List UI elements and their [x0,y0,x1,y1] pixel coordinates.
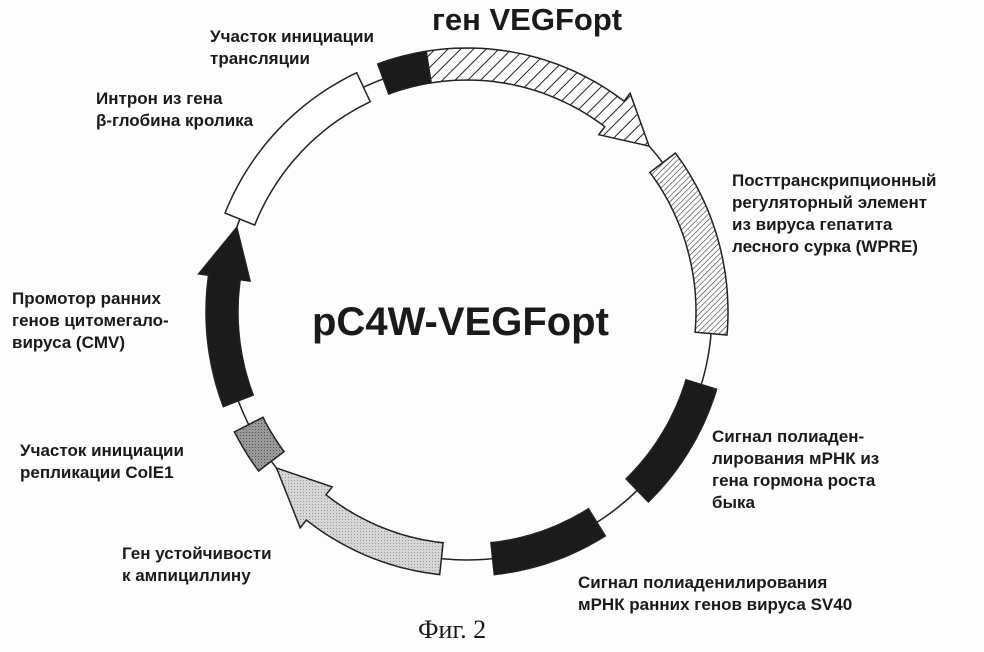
label-intron: Интрон из гена β-глобина кролика [96,88,253,132]
feature-wpre [650,153,728,335]
figure-caption: Фиг. 2 [418,615,486,645]
label-cmv: Промотор ранних генов цитомегало- вируса… [12,288,169,354]
label-ampr: Ген устойчивости к ампициллину [122,543,272,587]
label-sv40-polya: Сигнал полиаденилирования мРНК ранних ге… [578,572,852,616]
feature-cole1 [234,417,284,471]
feature-translation-init [378,51,432,94]
feature-bgh-polya [626,380,717,502]
label-cole1: Участок инициации репликации ColE1 [20,440,184,484]
label-translation-init: Участок инициации трансляции [210,26,374,70]
feature-ampr [277,468,444,574]
vegf-gene-title: ген VEGFopt [432,2,622,38]
feature-sv40-polya [491,509,605,575]
feature-vegf [426,48,649,146]
plasmid-name: pC4W-VEGFopt [312,300,609,345]
label-bgh-polya: Сигнал полиаден- лирования мРНК из гена … [712,426,879,514]
label-wpre: Посттранскрипционный регуляторный элемен… [732,170,936,258]
feature-cmv [199,227,254,406]
